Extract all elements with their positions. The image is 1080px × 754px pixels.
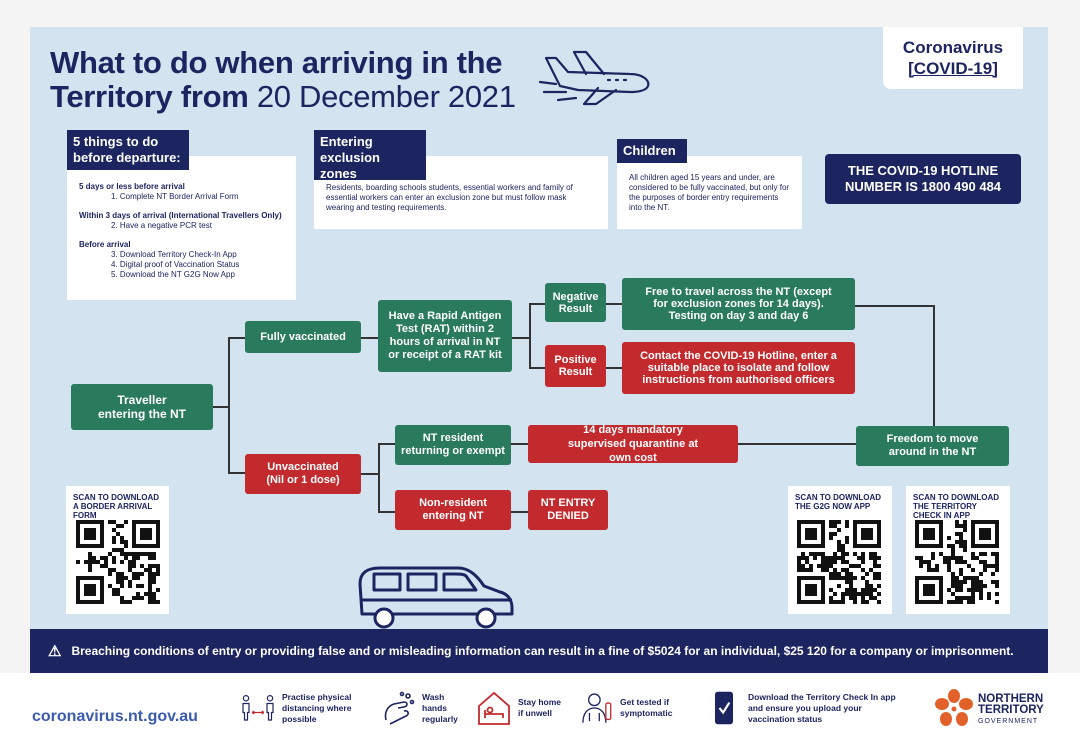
connector — [378, 511, 396, 513]
exclusion-zones-text: Residents, boarding schools students, es… — [314, 180, 608, 221]
positive-result-box: Positive Result — [545, 345, 606, 387]
connector — [511, 443, 529, 445]
connector — [228, 472, 246, 474]
connector — [213, 406, 229, 408]
footer-tip-testing: Get tested if symptomatic — [578, 690, 680, 726]
footer-tip-distancing: Practise physical distancing where possi… — [240, 690, 354, 726]
connector — [529, 303, 531, 369]
connector — [361, 473, 379, 475]
footer — [0, 673, 1080, 754]
freedom-to-move-box: Freedom to move around in the NT — [856, 426, 1009, 466]
distancing-icon — [242, 695, 274, 721]
quarantine-box: 14 days mandatory supervised quarantine … — [528, 424, 738, 464]
title-line-2: Territory from 20 December 2021 — [50, 79, 516, 114]
children-heading: Children — [617, 139, 687, 163]
stay-home-icon — [478, 691, 510, 725]
entry-denied-box: NT ENTRY DENIED — [528, 490, 608, 530]
connector — [361, 337, 379, 339]
qr-code-border-form[interactable] — [76, 520, 160, 604]
nt-government-logo-text: NORTHERN TERRITORY GOVERNMENT — [978, 693, 1044, 725]
unvaccinated-box: Unvaccinated (Nil or 1 dose) — [245, 454, 361, 494]
connector — [228, 337, 230, 473]
qr-code-g2g-app[interactable] — [797, 520, 881, 604]
car-icon — [358, 566, 514, 629]
connector — [529, 303, 546, 305]
rapid-antigen-test-box: Have a Rapid Antigen Test (RAT) within 2… — [378, 300, 512, 372]
connector — [378, 443, 380, 513]
qr-code-checkin-app[interactable] — [915, 520, 999, 604]
before-departure-list: 5 days or less before arrival 1. Complet… — [67, 178, 296, 288]
fully-vaccinated-box: Fully vaccinated — [245, 321, 361, 353]
phone-checkmark-icon — [715, 691, 733, 725]
poster-background — [30, 27, 1048, 673]
before-departure-heading: 5 things to do before departure: — [67, 130, 189, 170]
connector — [228, 337, 246, 339]
wash-hands-icon — [384, 691, 415, 725]
traveller-entering-box: Traveller entering the NT — [71, 384, 213, 430]
footer-tip-stay-home: Stay home if unwell — [476, 690, 568, 726]
positive-outcome-box: Contact the COVID-19 Hotline, enter a su… — [622, 342, 855, 394]
connector — [378, 443, 396, 445]
negative-result-box: Negative Result — [545, 283, 606, 322]
warning-banner: ⚠ Breaching conditions of entry or provi… — [30, 629, 1048, 673]
covid-badge: Coronavirus [COVID-19] — [883, 27, 1023, 89]
page-title: What to do when arriving in the Territor… — [50, 46, 516, 114]
connector — [605, 303, 623, 305]
footer-tip-wash: Wash hands regularly — [380, 690, 462, 726]
exclusion-zones-heading: Entering exclusion zones — [314, 130, 426, 186]
footer-tip-checkin: Download the Territory Check In app and … — [706, 690, 908, 726]
nt-resident-box: NT resident returning or exempt — [395, 425, 511, 465]
connector — [511, 511, 529, 513]
connector — [738, 443, 856, 445]
children-text: All children aged 15 years and under, ar… — [617, 170, 802, 221]
connector — [605, 367, 623, 369]
get-tested-icon — [582, 693, 612, 723]
connector — [933, 305, 935, 427]
connector — [854, 305, 934, 307]
website-link[interactable]: coronavirus.nt.gov.au — [32, 708, 198, 725]
airplane-icon — [538, 50, 650, 106]
non-resident-box: Non-resident entering NT — [395, 490, 511, 530]
hotline-box: THE COVID-19 HOTLINE NUMBER IS 1800 490 … — [825, 154, 1021, 204]
warning-icon: ⚠ — [48, 643, 62, 660]
connector — [512, 337, 530, 339]
warning-text: Breaching conditions of entry or providi… — [71, 644, 1014, 658]
connector — [529, 367, 546, 369]
title-line-1: What to do when arriving in the — [50, 45, 503, 80]
negative-outcome-box: Free to travel across the NT (except for… — [622, 278, 855, 330]
nt-government-logo-icon — [935, 689, 973, 726]
